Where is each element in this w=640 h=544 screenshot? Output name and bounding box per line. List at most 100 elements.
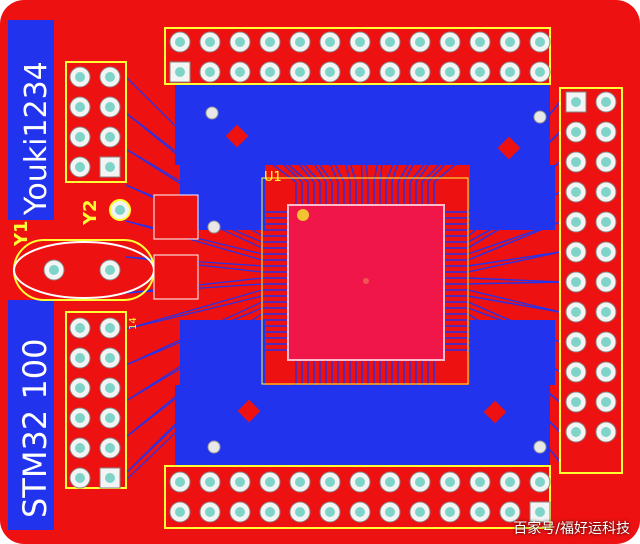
- header-left-pad: [69, 156, 91, 178]
- chip-u1-outline: [261, 177, 469, 385]
- crystal-pad: [43, 259, 65, 281]
- header-bottom-pad: [469, 471, 491, 493]
- trace: [125, 289, 263, 330]
- trace: [391, 383, 421, 467]
- trace: [379, 383, 391, 467]
- header-right-pad: [595, 151, 617, 173]
- trace: [467, 295, 561, 313]
- trace: [299, 94, 345, 183]
- trace: [125, 148, 263, 231]
- trace: [467, 277, 561, 283]
- trace: [467, 289, 561, 313]
- trace: [125, 349, 263, 481]
- header-bottom-pad: [529, 471, 551, 493]
- header-right-pad: [565, 391, 587, 413]
- trace: [467, 307, 561, 343]
- trace: [397, 94, 451, 183]
- via: [207, 220, 221, 234]
- trace: [467, 325, 561, 403]
- header-right-pad: [565, 301, 587, 323]
- header-top-pad: [259, 61, 281, 83]
- trace: [125, 307, 263, 366]
- header-right-pad: [595, 241, 617, 263]
- header-top-pad: [289, 31, 311, 53]
- trace: [269, 383, 333, 467]
- header-top-pad: [199, 31, 221, 53]
- trace: [385, 94, 421, 183]
- trace: [415, 383, 481, 467]
- header-right-pad: [595, 391, 617, 413]
- trace: [329, 383, 357, 467]
- trace: [415, 94, 481, 183]
- header-bottom-pad: [289, 471, 311, 493]
- trace: [421, 94, 511, 183]
- trace: [299, 383, 345, 467]
- header-bottom-pad: [259, 471, 281, 493]
- header-bottom-pad: [379, 471, 401, 493]
- trace: [125, 313, 263, 402]
- header-left-pad: [69, 317, 91, 339]
- header-left-pad: [69, 126, 91, 148]
- trace: [299, 383, 339, 467]
- trace: [467, 319, 561, 373]
- header-left-pad: [99, 126, 121, 148]
- trace: [385, 383, 421, 467]
- trace: [467, 301, 561, 343]
- header-top-pad: [499, 31, 521, 53]
- trace: [403, 383, 451, 467]
- trace: [467, 251, 561, 267]
- trace: [239, 94, 315, 183]
- pin-number-label: 14: [128, 317, 139, 330]
- trace: [359, 383, 363, 467]
- header-top-pad: [469, 61, 491, 83]
- header-top-pad: [409, 31, 431, 53]
- trace: [125, 301, 263, 366]
- header-left-pad: [99, 66, 121, 88]
- header-bottom-pad: [199, 501, 221, 523]
- header-left-lower-silk: [65, 311, 127, 489]
- trace: [373, 383, 391, 467]
- header-top-pad: [409, 61, 431, 83]
- header-left-pad: [99, 437, 121, 459]
- trace: [125, 319, 263, 402]
- header-top-pad: [319, 31, 341, 53]
- trace: [467, 251, 561, 273]
- trace: [125, 325, 263, 438]
- trace: [467, 281, 561, 285]
- header-right-pad: [565, 331, 587, 353]
- trace: [467, 313, 561, 373]
- header-bottom-pad: [499, 471, 521, 493]
- trace: [467, 221, 561, 261]
- header-right-pad: [565, 241, 587, 263]
- header-left-pad: [99, 96, 121, 118]
- trace: [409, 94, 481, 183]
- trace: [269, 383, 327, 467]
- header-top-pad: [169, 61, 191, 83]
- header-right-pad: [565, 181, 587, 203]
- header-left-pad: [69, 96, 91, 118]
- header-bottom-pad: [499, 501, 521, 523]
- header-bottom-pad: [289, 501, 311, 523]
- header-top-pad: [349, 61, 371, 83]
- header-right-pad: [595, 331, 617, 353]
- header-left-pad: [99, 407, 121, 429]
- header-top-pad: [229, 31, 251, 53]
- trace: [125, 295, 263, 330]
- watermark: 百家号/福好运科技: [513, 521, 630, 537]
- header-right-pad: [565, 361, 587, 383]
- header-bottom-pad: [409, 501, 431, 523]
- capacitor-group: [153, 194, 199, 300]
- trace: [359, 94, 369, 183]
- crystal-y2-silk: [109, 199, 131, 221]
- header-top-pad: [199, 61, 221, 83]
- header-left-pad: [69, 467, 91, 489]
- trace: [239, 383, 315, 467]
- trace: [359, 94, 363, 183]
- header-left-pad: [99, 156, 121, 178]
- header-right-pad: [595, 361, 617, 383]
- trace: [397, 383, 451, 467]
- header-right-pad: [595, 301, 617, 323]
- header-left-pad: [69, 437, 91, 459]
- header-bottom-pad: [439, 501, 461, 523]
